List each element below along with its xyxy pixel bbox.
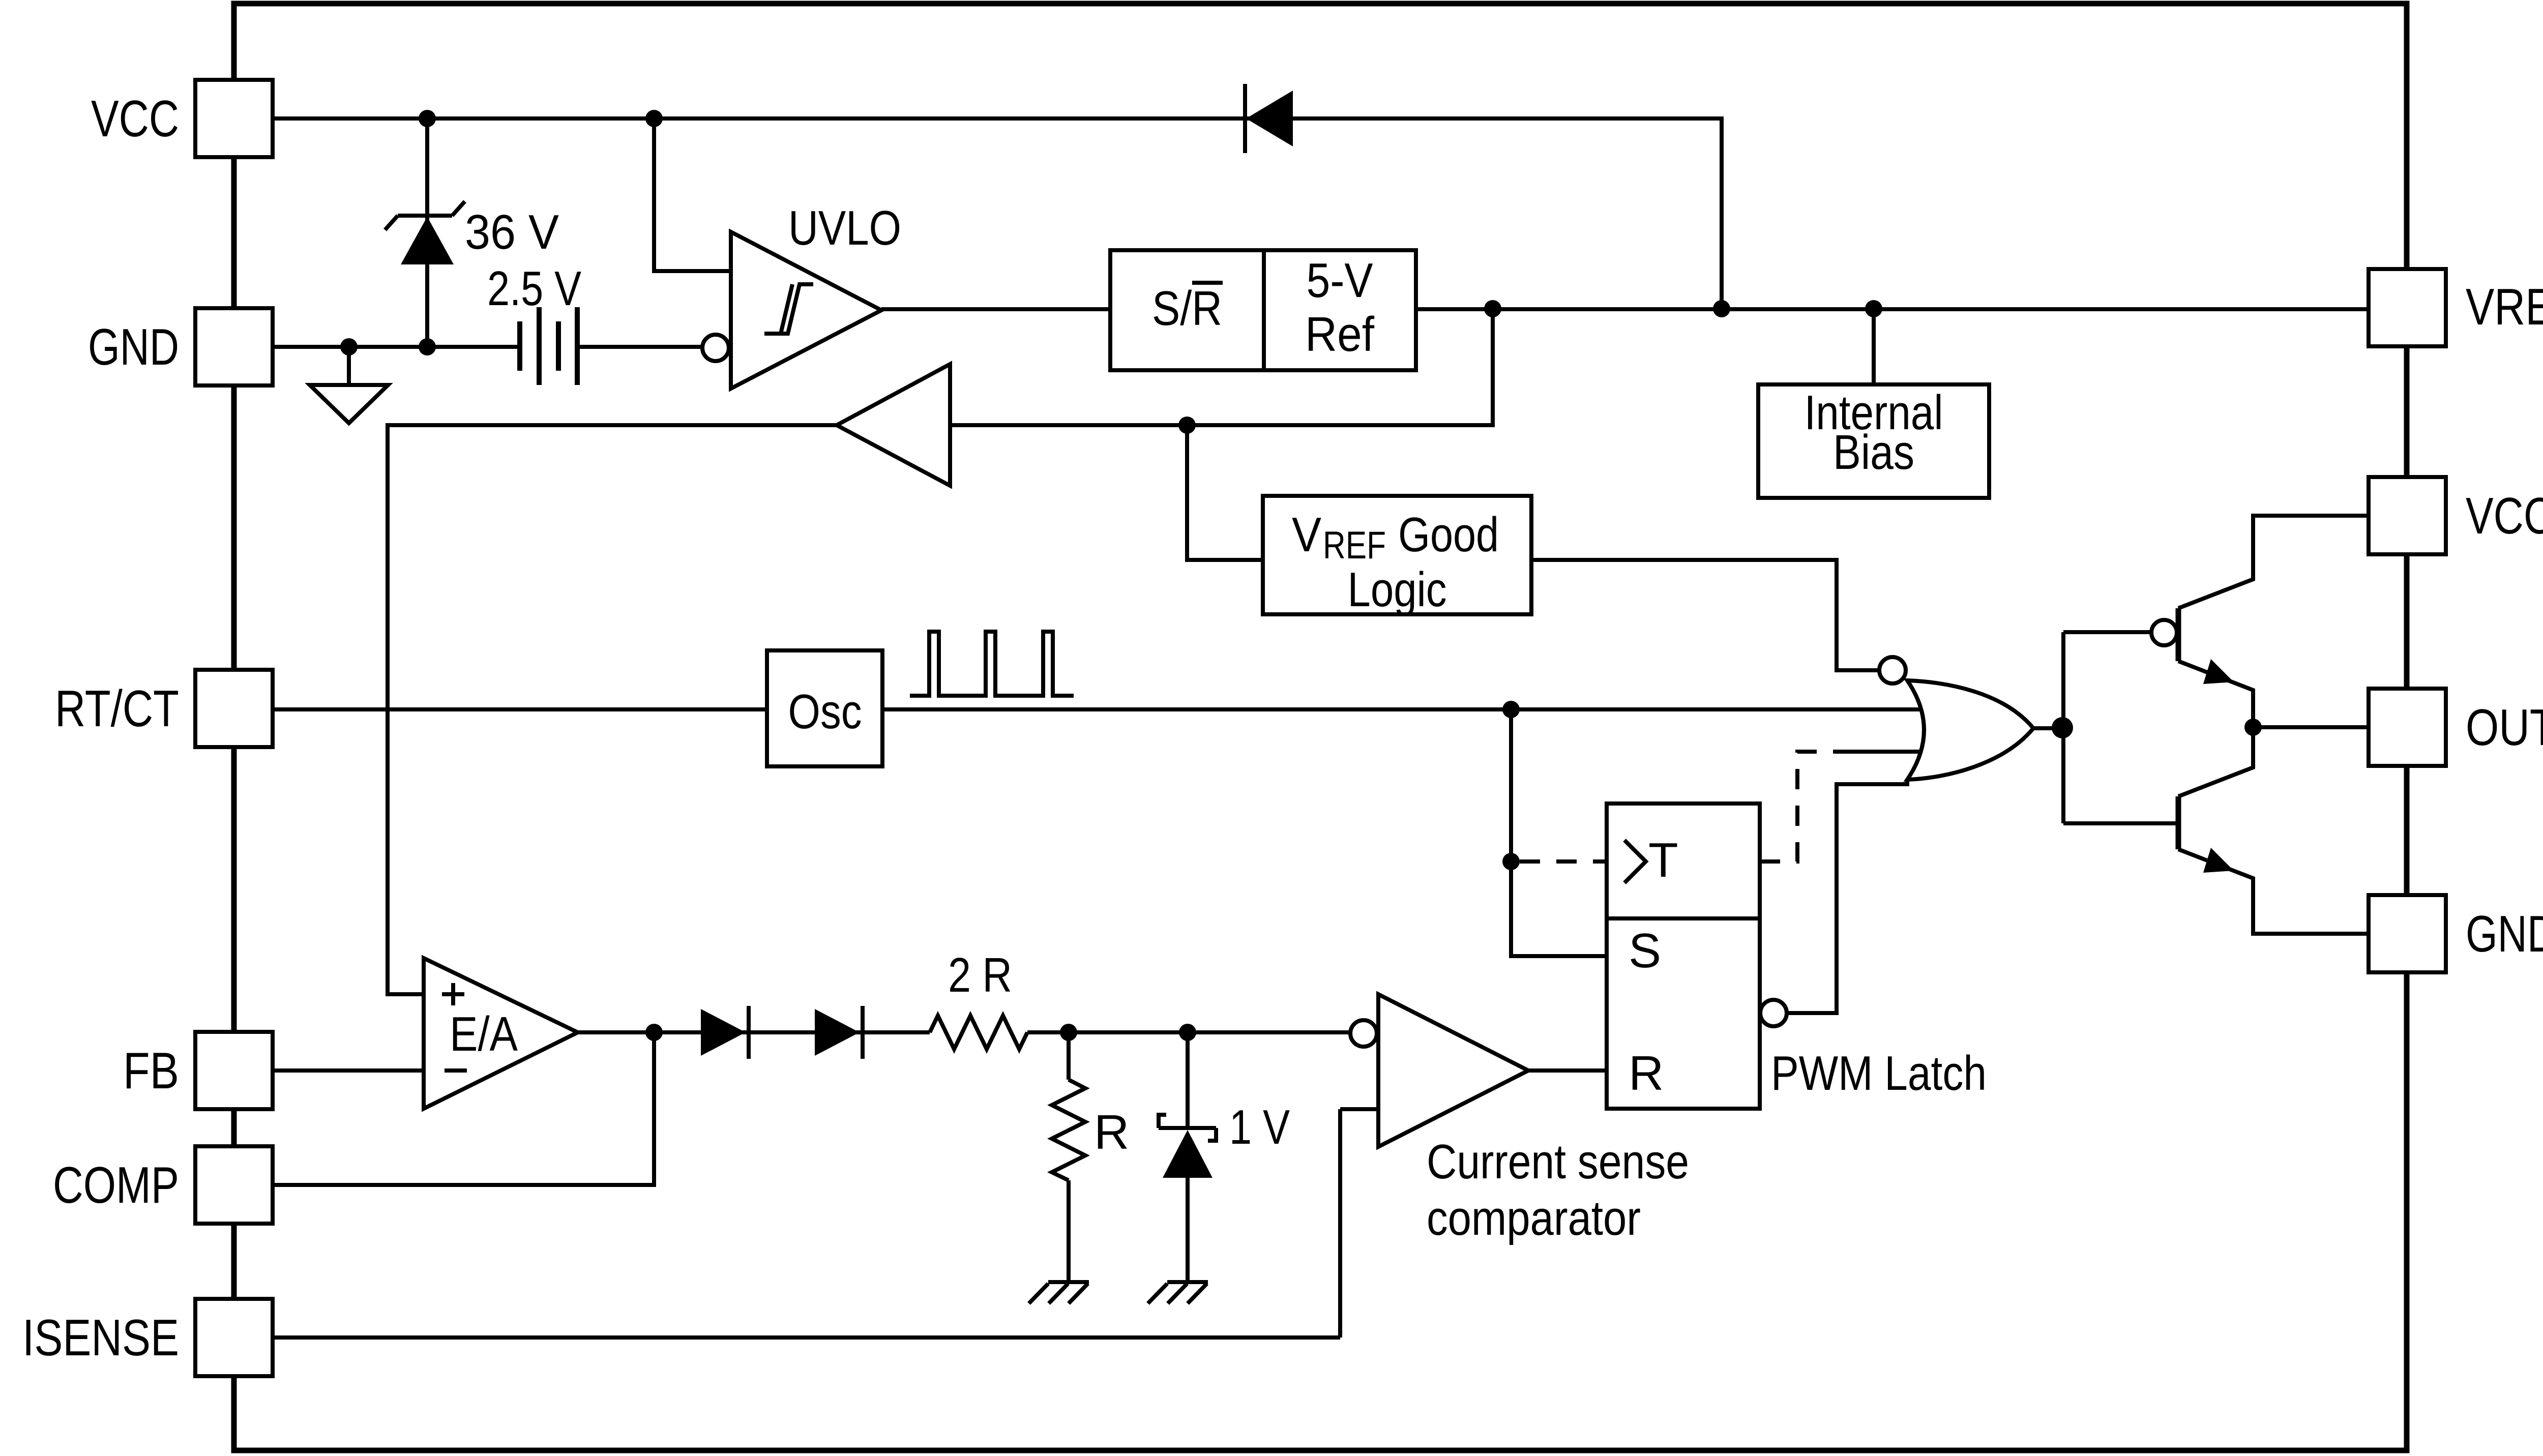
svg-text:FB: FB [123, 1043, 179, 1100]
svg-text:Current sense: Current sense [1427, 1135, 1689, 1189]
svg-text:R: R [1629, 1046, 1664, 1101]
svg-text:S/R: S/R [1152, 281, 1222, 336]
svg-text:36 V: 36 V [465, 205, 559, 259]
svg-text:2.5 V: 2.5 V [487, 261, 581, 316]
svg-text:RT/CT: RT/CT [55, 680, 179, 737]
svg-text:GND: GND [88, 319, 179, 376]
svg-text:E/A: E/A [450, 1007, 518, 1061]
svg-text:comparator: comparator [1427, 1191, 1641, 1245]
svg-text:VCC: VCC [2466, 488, 2543, 545]
svg-text:5-V: 5-V [1307, 253, 1373, 308]
svg-text:V: V [1292, 508, 1321, 562]
svg-text:VCC: VCC [91, 91, 179, 147]
svg-text:REF: REF [1323, 524, 1386, 567]
svg-text:2 R: 2 R [948, 948, 1012, 1002]
svg-text:PWM Latch: PWM Latch [1771, 1046, 1987, 1101]
svg-text:OUTPUT: OUTPUT [2466, 699, 2543, 756]
svg-text:UVLO: UVLO [788, 201, 901, 255]
svg-text:COMP: COMP [53, 1157, 179, 1214]
svg-text:GND: GND [2466, 906, 2543, 963]
svg-text:Good: Good [1398, 508, 1499, 562]
svg-text:Internal: Internal [1805, 385, 1943, 440]
svg-text:1 V: 1 V [1229, 1100, 1290, 1154]
svg-text:Logic: Logic [1348, 562, 1447, 617]
svg-text:Osc: Osc [788, 685, 862, 739]
svg-text:T: T [1648, 833, 1678, 887]
svg-text:S: S [1629, 924, 1661, 978]
svg-text:Bias: Bias [1833, 425, 1914, 480]
svg-text:R: R [1094, 1105, 1129, 1160]
svg-text:Ref: Ref [1305, 307, 1374, 362]
svg-text:ISENSE: ISENSE [22, 1310, 179, 1366]
